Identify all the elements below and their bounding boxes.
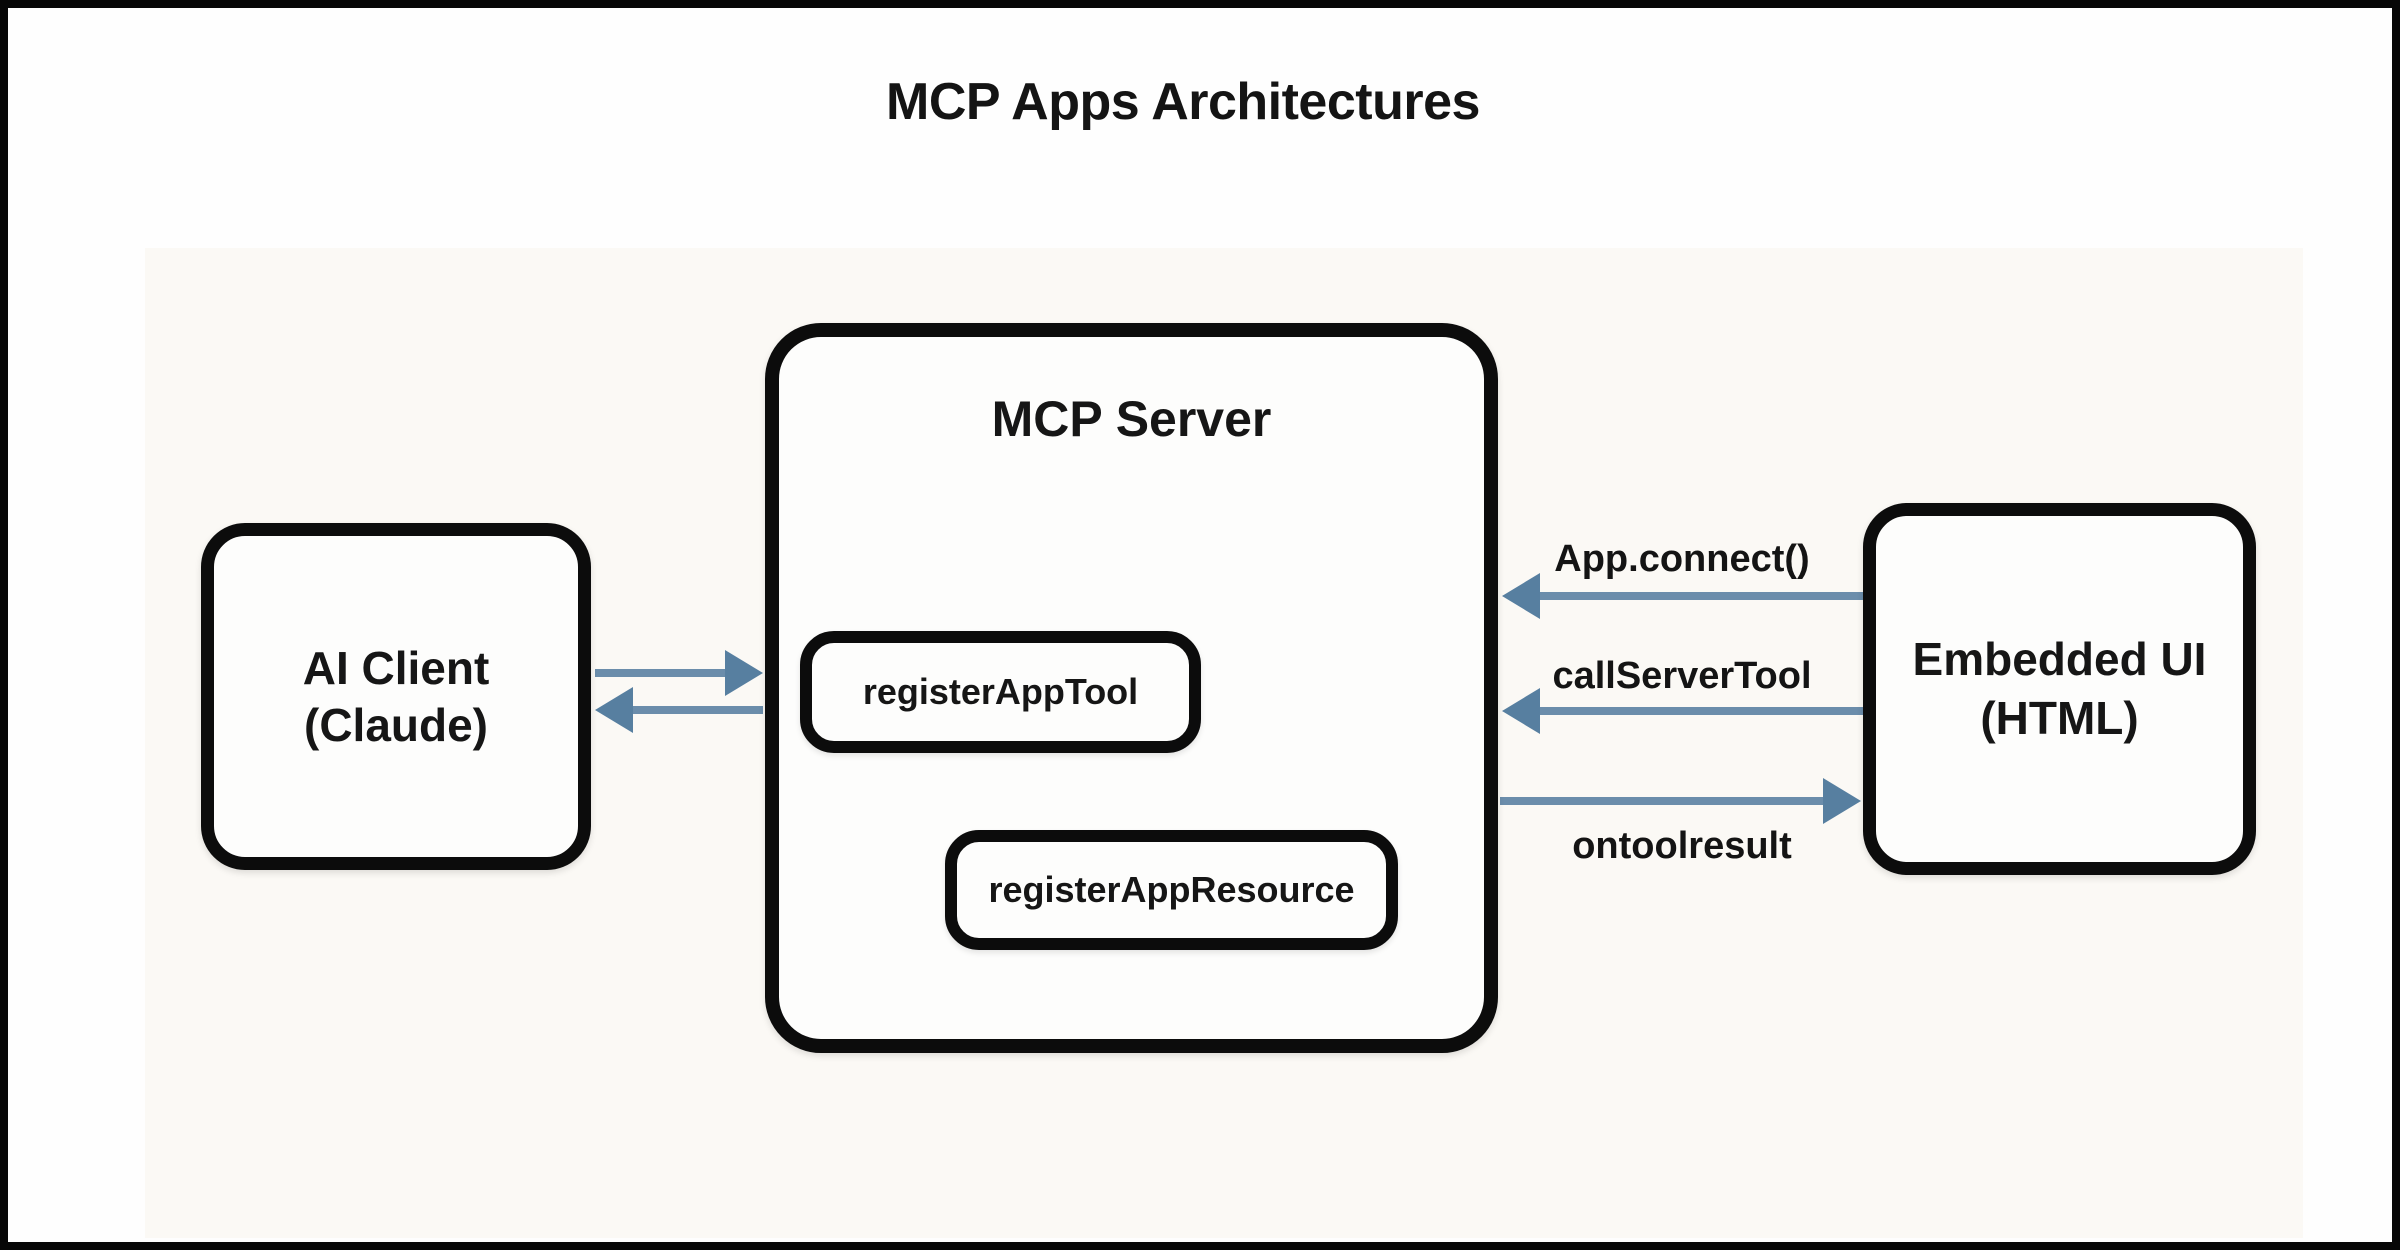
embedded-ui-label-line2: (HTML) <box>1980 692 2139 744</box>
edge-label-call-server-tool: callServerTool <box>1552 655 1812 697</box>
mcp-server-label: MCP Server <box>991 391 1272 447</box>
register-app-tool-label: registerAppTool <box>862 671 1139 712</box>
ai-client-label-line2: (Claude) <box>304 698 488 751</box>
embedded-ui-label-line1: Embedded UI <box>1912 633 2207 685</box>
diagram-title: MCP Apps Architectures <box>886 73 1480 131</box>
register-app-resource-label: registerAppResource <box>988 869 1355 910</box>
embedded-ui-box: Embedded UI (HTML) <box>1863 503 2256 875</box>
register-app-tool-box: registerAppTool <box>800 631 1201 753</box>
ai-client-box: AI Client (Claude) <box>201 523 591 870</box>
register-app-resource-box: registerAppResource <box>945 830 1398 950</box>
ai-client-label-line1: AI Client <box>302 641 490 694</box>
edge-label-app-connect: App.connect() <box>1554 538 1810 580</box>
edge-label-ontoolresult: ontoolresult <box>1572 825 1792 867</box>
